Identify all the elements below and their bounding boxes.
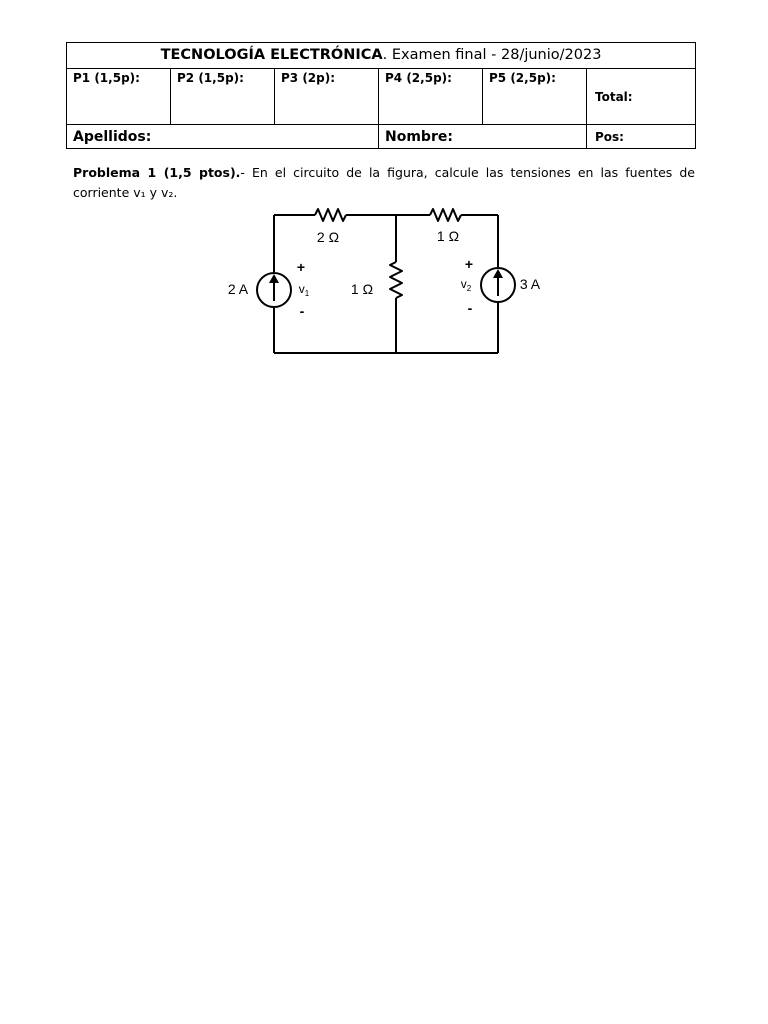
problem-1-text: - En el circuito de la figura, calcule l…	[73, 165, 695, 200]
problem-1-label: Problema 1 (1,5 ptos).	[73, 165, 241, 180]
label-r-1ohm-middle: 1 Ω	[351, 281, 373, 297]
v2-minus: -	[468, 300, 473, 316]
v2-label: v2	[461, 277, 472, 293]
score-p3[interactable]: P3 (2p):	[274, 68, 379, 125]
pos-field[interactable]: Pos:	[585, 124, 697, 149]
label-source-3a: 3 A	[520, 276, 540, 292]
exam-title-subject: TECNOLOGÍA ELECTRÓNICA	[160, 47, 383, 63]
score-p4[interactable]: P4 (2,5p):	[378, 68, 483, 125]
resistor-2ohm	[314, 208, 347, 222]
exam-title: TECNOLOGÍA ELECTRÓNICA. Examen final - 2…	[65, 42, 697, 69]
v1-plus: +	[297, 259, 305, 275]
exam-header-table: TECNOLOGÍA ELECTRÓNICA. Examen final - 2…	[65, 42, 697, 149]
score-p5[interactable]: P5 (2,5p):	[482, 68, 587, 125]
current-source-right	[480, 267, 516, 303]
problem-1-statement: Problema 1 (1,5 ptos).- En el circuito d…	[73, 163, 695, 203]
exam-title-details: . Examen final - 28/junio/2023	[382, 47, 602, 63]
score-p2[interactable]: P2 (1,5p):	[170, 68, 275, 125]
v1-minus: -	[300, 303, 305, 319]
label-r-1ohm-top: 1 Ω	[437, 228, 459, 244]
apellidos-field[interactable]: Apellidos:	[66, 124, 379, 149]
current-source-left	[256, 272, 292, 308]
score-p1[interactable]: P1 (1,5p):	[66, 68, 171, 125]
label-r-2ohm: 2 Ω	[317, 229, 339, 245]
v2-plus: +	[465, 256, 473, 272]
resistor-1ohm-middle	[389, 261, 403, 299]
circuit-diagram: 2 Ω 1 Ω 1 Ω 2 A 3 A + v1 - + v2 -	[228, 208, 540, 354]
score-total[interactable]: Total:	[585, 68, 697, 125]
nombre-field[interactable]: Nombre:	[378, 124, 587, 149]
circuit-wires	[273, 208, 499, 354]
resistor-1ohm-top	[429, 208, 462, 222]
v1-label: v1	[299, 282, 310, 298]
label-source-2a: 2 A	[228, 281, 249, 297]
